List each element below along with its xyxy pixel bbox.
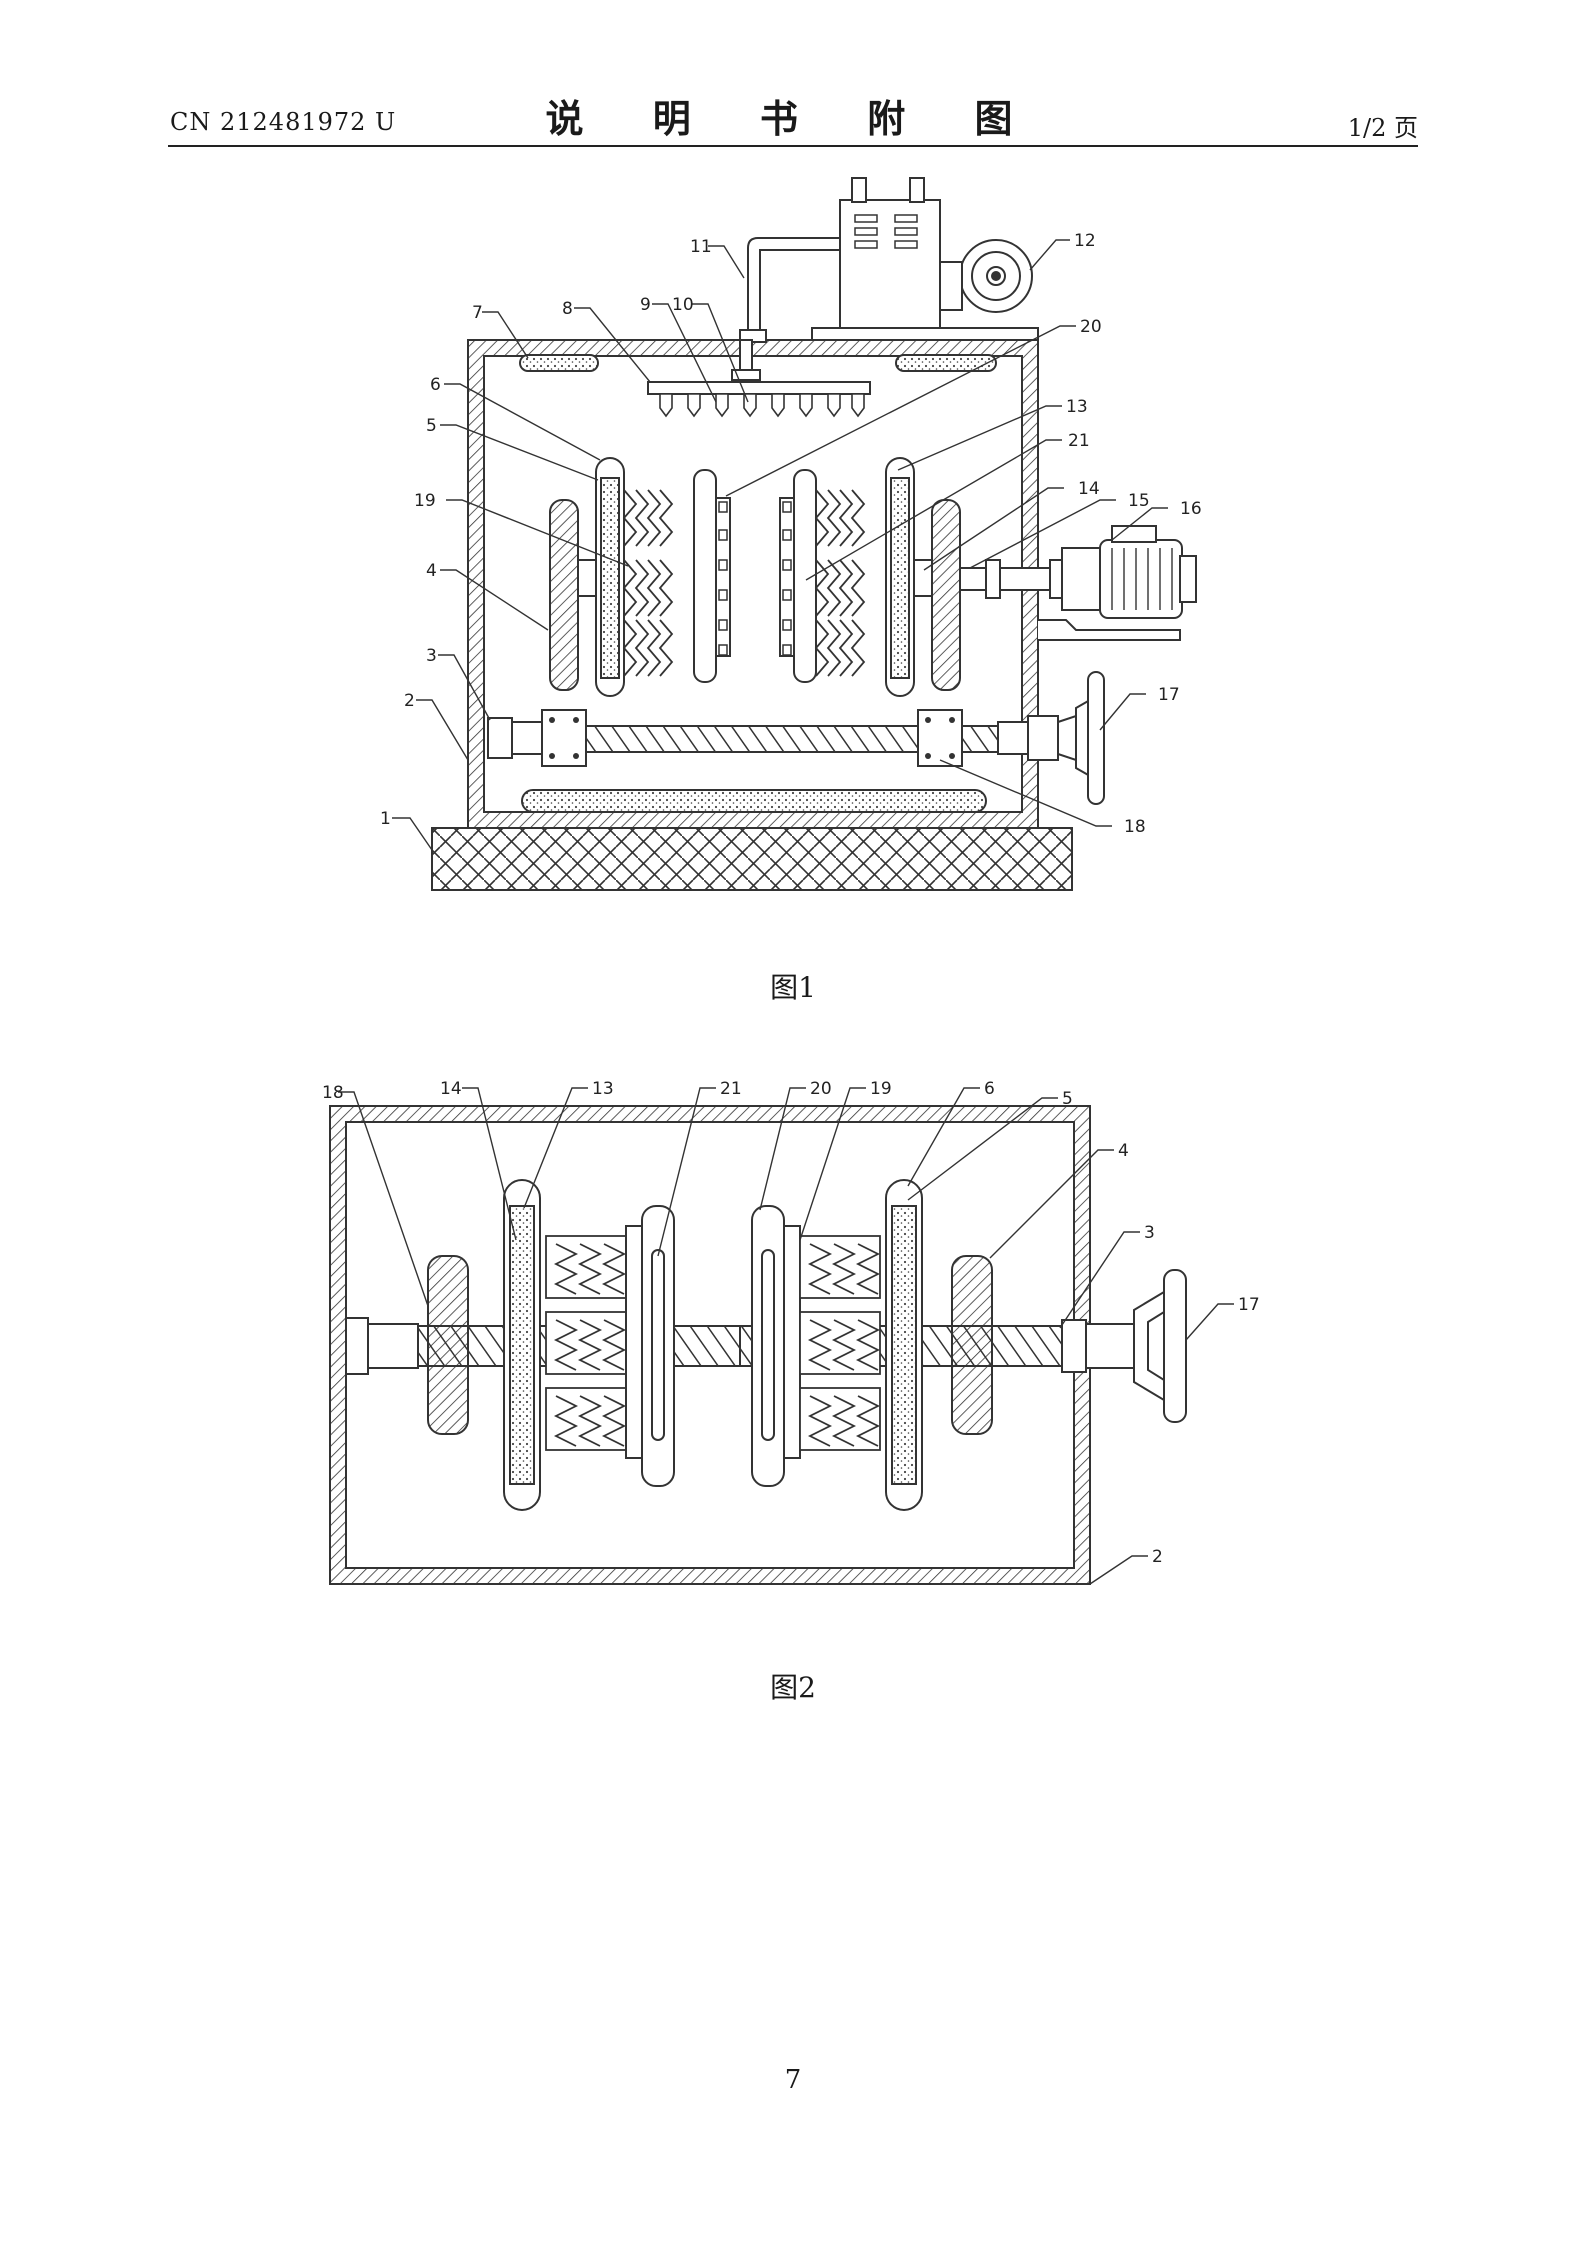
callout-label: 8 [562, 299, 573, 319]
callout-label: 3 [1144, 1223, 1155, 1243]
patent-number: CN 212481972 U [170, 108, 397, 136]
callout-label: 5 [426, 416, 437, 436]
callout-label: 14 [440, 1079, 462, 1099]
callout-label: 2 [1152, 1547, 1163, 1567]
figure-1 [392, 177, 1197, 891]
figure-1-labels: 1 2 3 4 5 6 7 8 9 10 11 12 13 14 15 16 1… [380, 231, 1202, 837]
figure-2 [329, 1087, 1234, 1585]
callout-label: 4 [1118, 1141, 1129, 1161]
callout-label: 18 [322, 1083, 344, 1103]
callout-label: 20 [810, 1079, 832, 1099]
callout-label: 1 [380, 809, 391, 829]
callout-label: 6 [984, 1079, 995, 1099]
figure-2-caption: 图2 [770, 1671, 816, 1704]
callout-label: 14 [1078, 479, 1100, 499]
callout-label: 5 [1062, 1089, 1073, 1109]
callout-label: 2 [404, 691, 415, 711]
page-number: 7 [784, 2065, 802, 2095]
callout-label: 21 [720, 1079, 742, 1099]
callout-label: 9 [640, 295, 651, 315]
callout-label: 12 [1074, 231, 1096, 251]
callout-label: 4 [426, 561, 437, 581]
header-rule [168, 145, 1418, 147]
figure-1-caption: 图1 [770, 971, 816, 1004]
callout-label: 13 [1066, 397, 1088, 417]
page-of: 1/2 页 [1347, 114, 1418, 142]
callout-label: 13 [592, 1079, 614, 1099]
base-1 [431, 827, 1073, 891]
callout-label: 18 [1124, 817, 1146, 837]
callout-label: 21 [1068, 431, 1090, 451]
callout-label: 17 [1238, 1295, 1260, 1315]
callout-label: 3 [426, 646, 437, 666]
page-title: 说 明 书 附 图 [545, 97, 1041, 141]
callout-label: 6 [430, 375, 441, 395]
callout-label: 11 [690, 237, 712, 257]
callout-label: 10 [672, 295, 694, 315]
callout-label: 7 [472, 303, 483, 323]
callout-label: 19 [870, 1079, 892, 1099]
figure-2-labels: 18 14 13 21 20 19 6 5 4 3 17 2 [322, 1079, 1260, 1567]
callout-label: 16 [1180, 499, 1202, 519]
callout-label: 20 [1080, 317, 1102, 337]
callout-label: 15 [1128, 491, 1150, 511]
callout-label: 17 [1158, 685, 1180, 705]
callout-label: 19 [414, 491, 436, 511]
